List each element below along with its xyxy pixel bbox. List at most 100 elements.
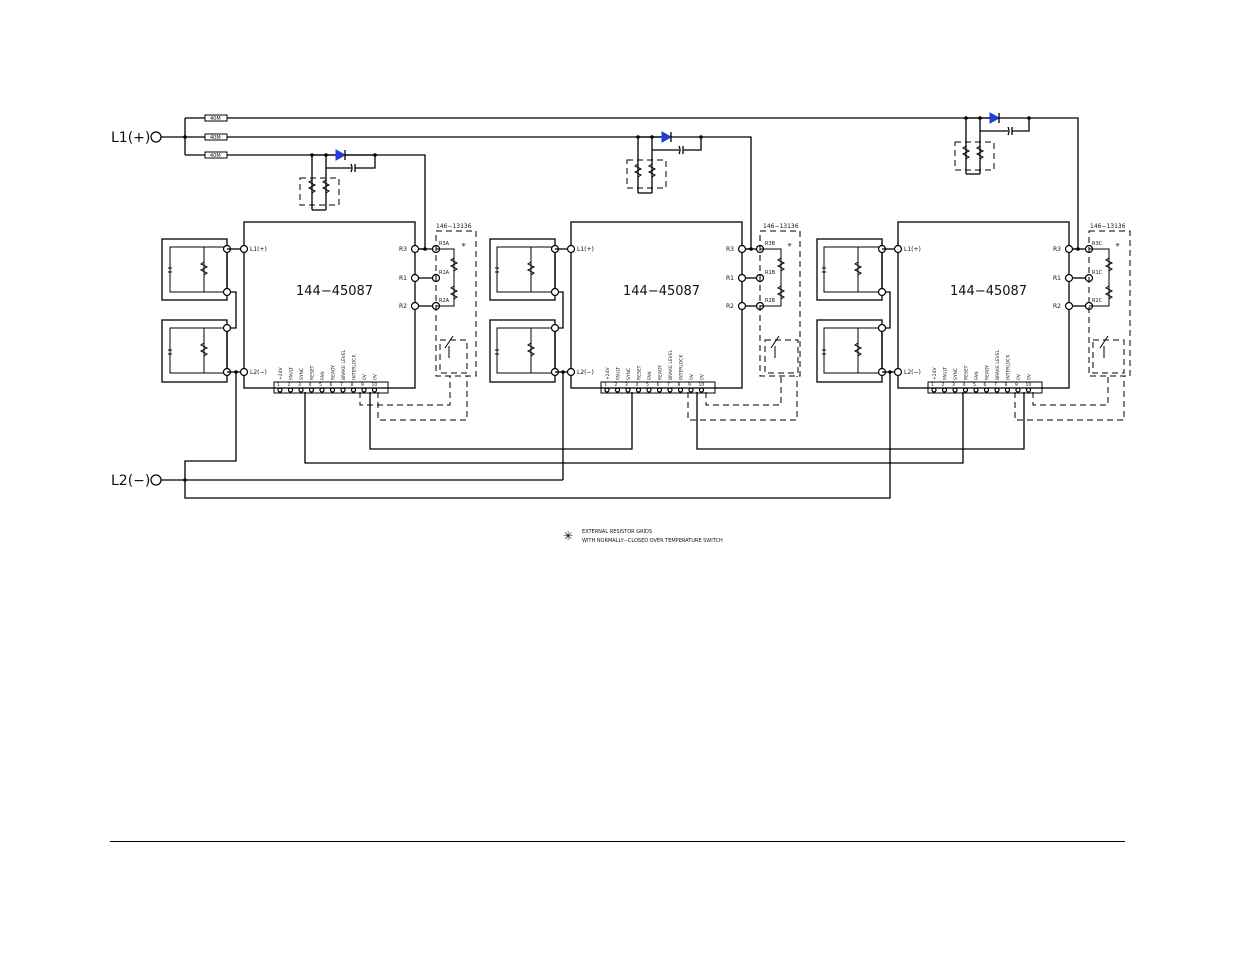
- pin-label: FAULT: [943, 367, 949, 380]
- svg-text:R3: R3: [726, 246, 734, 253]
- pin-number: 2: [615, 382, 618, 388]
- connector-pin: [941, 387, 948, 393]
- l1-terminal: [150, 131, 162, 143]
- connector-pin: [677, 387, 684, 393]
- pin-number: 3: [298, 382, 301, 388]
- connector-pin: [298, 387, 304, 393]
- pin-label: 0V: [689, 373, 695, 380]
- pin-label: BRAKE LEVEL: [341, 349, 347, 380]
- external-grid-box: [759, 230, 801, 377]
- svg-text:R1: R1: [726, 275, 734, 282]
- connector-pin: [625, 387, 631, 393]
- connector-pin: [277, 387, 283, 393]
- connector-pin: [329, 387, 336, 393]
- svg-text:R2: R2: [399, 303, 407, 310]
- pin-label: SYNC: [626, 368, 632, 380]
- diode-icon: [335, 149, 347, 161]
- connector-pin: [698, 387, 705, 393]
- pin-label: RESET: [637, 365, 643, 380]
- pin-number: 4: [636, 382, 639, 388]
- pin-number: 1: [277, 382, 280, 388]
- svg-text:40M: 40M: [210, 116, 221, 122]
- svg-text:R2A: R2A: [439, 298, 450, 304]
- asterisk-icon: ✳: [563, 529, 573, 543]
- pin-label: RESET: [310, 365, 316, 380]
- svg-text:R3B: R3B: [765, 241, 776, 247]
- pin-label: 0V: [1016, 373, 1022, 380]
- pin-label: INTERLOCK: [679, 354, 685, 380]
- pin-label: FAN: [647, 371, 653, 380]
- connector-pin: [308, 387, 315, 393]
- pin-number: 10: [372, 382, 378, 388]
- external-grid-box: [435, 230, 477, 377]
- diode-network-c: [954, 112, 1031, 175]
- diode-network-b: [626, 131, 703, 194]
- svg-text:R1C: R1C: [1092, 270, 1103, 276]
- connector-pin: [340, 387, 346, 393]
- pin-number: 9: [688, 382, 691, 388]
- footnote: ✳ EXTERNAL RESISTOR GRIDS WITH NORMALLY−…: [563, 529, 723, 544]
- connector-pin: [983, 387, 990, 393]
- pin-number: 3: [625, 382, 628, 388]
- pin-label: SYNC: [299, 368, 305, 380]
- svg-text:R3C: R3C: [1092, 241, 1103, 247]
- note-line-1: EXTERNAL RESISTOR GRIDS: [582, 529, 652, 535]
- series-resistor: 40M: [204, 114, 228, 122]
- svg-text:L2(−): L2(−): [577, 369, 594, 376]
- note-line-2: WITH NORMALLY−CLOSED OVER TEMPERATURE SW…: [582, 538, 723, 544]
- module-b: 144−45087 L1(+) L2(−) R3 R1 R2: [489, 221, 1025, 450]
- connector-strip: [273, 381, 389, 394]
- connector-pin: [646, 387, 652, 393]
- pin-number: 3: [952, 382, 955, 388]
- l2-terminal: [150, 474, 162, 486]
- pin-label: +24V: [605, 367, 611, 380]
- svg-text:L2(−): L2(−): [250, 369, 267, 376]
- connector-strip: [927, 381, 1043, 394]
- svg-text:40M: 40M: [210, 153, 221, 159]
- connector-pin: [656, 387, 663, 393]
- connector-pin: [1025, 387, 1032, 393]
- pin-number: 8: [678, 382, 681, 388]
- svg-text:146−13136: 146−13136: [1090, 223, 1126, 230]
- pin-label: FAULT: [616, 367, 622, 380]
- module-c: 144−45087 L1(+) L2(−) R3 R1 R2: [816, 221, 1131, 421]
- connector-pin: [361, 387, 367, 393]
- pin-label: +24V: [278, 367, 284, 380]
- part-number: 144−45087: [296, 284, 373, 299]
- pin-label: SYNC: [953, 368, 959, 380]
- connector-pin: [962, 387, 969, 393]
- svg-text:R2C: R2C: [1092, 298, 1103, 304]
- diode-network-a: [299, 149, 377, 211]
- svg-text:R3: R3: [1053, 246, 1061, 253]
- svg-text:R2B: R2B: [765, 298, 776, 304]
- pin-number: 5: [973, 382, 976, 388]
- pin-label: 0V: [700, 373, 706, 380]
- connector-pin: [614, 387, 621, 393]
- pin-number: 2: [942, 382, 945, 388]
- svg-text:L2(−): L2(−): [904, 369, 921, 376]
- pin-number: 8: [351, 382, 354, 388]
- pin-label: READY: [985, 365, 991, 380]
- pin-number: 2: [288, 382, 291, 388]
- svg-text:40M: 40M: [210, 135, 221, 141]
- l1-label: L1(+): [111, 130, 150, 146]
- connector-strip: [600, 381, 716, 394]
- module-a: 144−45087 L1(+) L2(−) R3 R1 R2: [161, 221, 964, 464]
- pin-label: 0V: [373, 373, 379, 380]
- svg-text:R1A: R1A: [439, 270, 450, 276]
- pin-number: 5: [319, 382, 322, 388]
- connector-pin: [667, 387, 673, 393]
- pin-number: 9: [361, 382, 364, 388]
- pin-number: 6: [330, 382, 333, 388]
- module-body: [570, 221, 743, 389]
- pin-number: 1: [604, 382, 607, 388]
- pin-number: 9: [1015, 382, 1018, 388]
- pin-label: READY: [658, 365, 664, 380]
- svg-text:✳: ✳: [461, 242, 466, 249]
- supply-l1: L1(+) 40M 40M 40M: [111, 114, 1079, 250]
- pin-number: 6: [984, 382, 987, 388]
- connector-pin: [319, 387, 325, 393]
- connector-pin: [973, 387, 979, 393]
- module-body: [243, 221, 416, 389]
